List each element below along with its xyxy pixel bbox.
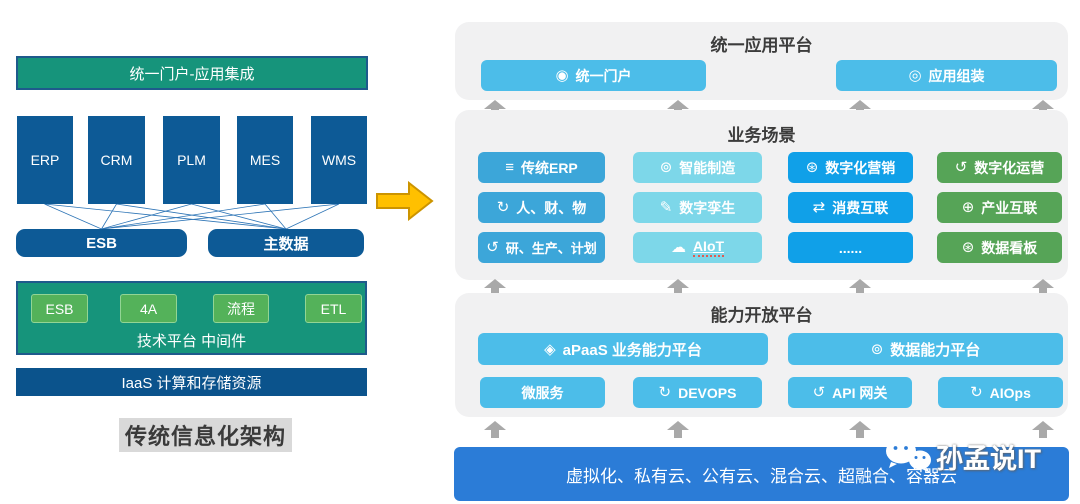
consumer-link-icon: ⇄ bbox=[812, 199, 826, 216]
digital-twin-icon: ✎ bbox=[659, 199, 673, 216]
operations-icon: ↺ bbox=[954, 159, 968, 176]
button-label: 人、财、物 bbox=[516, 199, 587, 216]
biz-data-dashboard: ⊛ 数据看板 bbox=[937, 232, 1062, 263]
middleware-label: 技术平台 中间件 bbox=[136, 332, 247, 350]
biz-ellipsis: ...... bbox=[788, 232, 913, 263]
button-label: 传统ERP bbox=[520, 159, 578, 176]
button-label: ...... bbox=[838, 239, 863, 256]
integration-lines bbox=[44, 204, 340, 230]
button-label: AIOps bbox=[989, 384, 1031, 401]
cloud-icon: ☁ bbox=[670, 239, 686, 256]
biz-digital-operations: ↺ 数字化运营 bbox=[937, 152, 1062, 183]
biz-digital-twin: ✎ 数字孪生 bbox=[633, 192, 762, 223]
apaas-platform-button: ◈ aPaaS 业务能力平台 bbox=[478, 333, 768, 365]
legacy-master-data-bar: 主数据 bbox=[208, 229, 364, 257]
cycle-icon: ↺ bbox=[486, 239, 499, 256]
legacy-caption: 传统信息化架构 bbox=[119, 418, 292, 452]
button-label: aPaaS 业务能力平台 bbox=[562, 341, 702, 359]
microservice-button: 微服务 bbox=[480, 377, 605, 408]
legacy-app-mes: MES bbox=[237, 116, 293, 204]
up-arrow-icon bbox=[1032, 279, 1054, 296]
biz-smart-manufacturing: ⊚ 智能制造 bbox=[633, 152, 762, 183]
devops-button: ↻ DEVOPS bbox=[633, 377, 762, 408]
up-arrow-icon bbox=[484, 279, 506, 296]
button-label: 数字孪生 bbox=[679, 199, 736, 216]
aiops-button: ↻ AIOps bbox=[938, 377, 1063, 408]
dashboard-icon: ⊛ bbox=[961, 239, 975, 256]
business-scenarios-title: 业务场景 bbox=[727, 126, 796, 145]
people-finance-icon: ↻ bbox=[496, 199, 510, 216]
legacy-middleware-box: ESB 4A 流程 ETL 技术平台 中间件 bbox=[16, 281, 367, 355]
aiops-cycle-icon: ↻ bbox=[970, 384, 983, 401]
button-label: 数字化运营 bbox=[974, 159, 1045, 176]
button-label: 应用组装 bbox=[928, 67, 985, 84]
up-arrow-icon bbox=[484, 421, 506, 438]
up-arrow-icon bbox=[667, 421, 689, 438]
portal-icon: ◉ bbox=[555, 67, 569, 84]
button-label: 统一门户 bbox=[575, 67, 632, 84]
biz-industry-interconnect: ⊕ 产业互联 bbox=[937, 192, 1062, 223]
biz-traditional-erp: ≡ 传统ERP bbox=[478, 152, 605, 183]
middleware-process: 流程 bbox=[213, 294, 269, 323]
button-label: 微服务 bbox=[521, 384, 564, 401]
api-gateway-button: ↺ API 网关 bbox=[788, 377, 912, 408]
legacy-app-erp: ERP bbox=[17, 116, 73, 204]
button-label: 数字化营销 bbox=[825, 159, 896, 176]
middleware-4a: 4A bbox=[120, 294, 177, 323]
biz-rd-production-planning: ↺ 研、生产、计划 bbox=[478, 232, 605, 263]
legacy-app-wms: WMS bbox=[311, 116, 367, 204]
up-arrow-icon bbox=[1032, 421, 1054, 438]
biz-aiot: ☁ AIoT bbox=[633, 232, 762, 263]
biz-digital-marketing: ⊛ 数字化营销 bbox=[788, 152, 913, 183]
unified-portal-button: ◉ 统一门户 bbox=[481, 60, 706, 91]
legacy-app-plm: PLM bbox=[163, 116, 220, 204]
up-arrow-icon bbox=[849, 279, 871, 296]
capability-platform-container: 能力开放平台 ◈ aPaaS 业务能力平台 ⊚ 数据能力平台 微服务 ↻ DEV… bbox=[455, 293, 1068, 417]
right-arrow-icon bbox=[376, 181, 434, 221]
button-label: 产业互联 bbox=[981, 199, 1038, 216]
industry-link-icon: ⊕ bbox=[961, 199, 975, 216]
business-scenarios-container: 业务场景 ≡ 传统ERP ↻ 人、财、物 ↺ 研、生产、计划 ⊚ 智能制造 ✎ … bbox=[455, 110, 1068, 280]
capability-platform-title: 能力开放平台 bbox=[710, 306, 813, 325]
button-label: 智能制造 bbox=[679, 159, 736, 176]
app-platform-container: 统一应用平台 ◉ 统一门户 ◎ 应用组装 bbox=[455, 22, 1068, 100]
wechat-icon bbox=[886, 438, 931, 473]
button-label: 消费互联 bbox=[832, 199, 889, 216]
up-arrow-icon bbox=[667, 279, 689, 296]
legacy-app-crm: CRM bbox=[88, 116, 145, 204]
sliders-icon: ≡ bbox=[505, 159, 514, 176]
api-gateway-icon: ↺ bbox=[812, 384, 826, 401]
watermark: 孙孟说IT bbox=[882, 436, 1041, 476]
up-arrow-icon bbox=[849, 421, 871, 438]
button-label: 研、生产、计划 bbox=[505, 241, 597, 256]
app-assembly-button: ◎ 应用组装 bbox=[836, 60, 1057, 91]
legacy-portal-bar: 统一门户-应用集成 bbox=[16, 56, 368, 90]
marketing-icon: ⊛ bbox=[805, 159, 819, 176]
middleware-esb: ESB bbox=[31, 294, 88, 323]
biz-consumer-interconnect: ⇄ 消费互联 bbox=[788, 192, 913, 223]
data-platform-icon: ⊚ bbox=[870, 340, 884, 358]
cube-icon: ◈ bbox=[544, 340, 556, 358]
data-platform-button: ⊚ 数据能力平台 bbox=[788, 333, 1063, 365]
legacy-iaas-bar: IaaS 计算和存储资源 bbox=[16, 368, 367, 396]
smart-manufacturing-icon: ⊚ bbox=[659, 159, 673, 176]
button-label: API 网关 bbox=[832, 384, 888, 401]
app-platform-title: 统一应用平台 bbox=[710, 36, 813, 55]
button-label: DEVOPS bbox=[678, 384, 737, 401]
watermark-text: 孙孟说IT bbox=[936, 443, 1041, 474]
biz-people-finance-goods: ↻ 人、财、物 bbox=[478, 192, 605, 223]
button-label: 数据能力平台 bbox=[890, 341, 981, 359]
legacy-esb-bar: ESB bbox=[16, 229, 187, 257]
devops-cycle-icon: ↻ bbox=[658, 384, 672, 401]
infrastructure-bar: 虚拟化、私有云、公有云、混合云、超融合、容器云 bbox=[454, 447, 1069, 501]
button-label: AIoT bbox=[692, 238, 725, 257]
middleware-etl: ETL bbox=[305, 294, 362, 323]
button-label: 数据看板 bbox=[981, 239, 1038, 256]
assembly-icon: ◎ bbox=[908, 67, 922, 84]
